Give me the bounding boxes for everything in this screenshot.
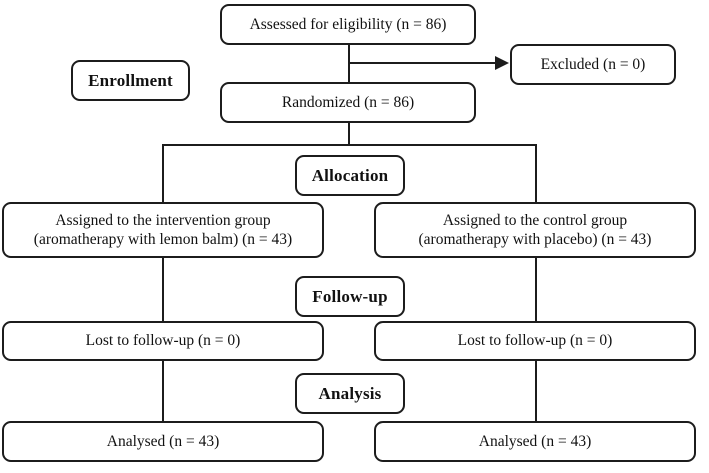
arrowhead-right-icon [495, 56, 509, 70]
connector-lost-to-analysed-left [162, 360, 164, 422]
connector-excluded-arrow-line [349, 62, 496, 64]
stage-enrollment-box: Enrollment [71, 60, 190, 101]
lost-followup-right-box: Lost to follow-up (n = 0) [374, 321, 696, 361]
connector-split-to-intervention [162, 145, 164, 203]
control-group-box: Assigned to the control group (aromather… [374, 202, 696, 258]
excluded-box: Excluded (n = 0) [510, 44, 676, 85]
connector-control-to-lost [535, 257, 537, 322]
stage-analysis-box: Analysis [295, 373, 405, 414]
randomized-box: Randomized (n = 86) [220, 82, 476, 123]
connector-lost-to-analysed-right [535, 360, 537, 422]
analysed-left-box: Analysed (n = 43) [2, 421, 324, 462]
connector-intervention-to-lost [162, 257, 164, 322]
analysed-right-box: Analysed (n = 43) [374, 421, 696, 462]
connector-split-to-control [535, 145, 537, 203]
connector-assessed-to-randomized [348, 45, 350, 83]
connector-randomized-to-split [348, 122, 350, 146]
intervention-group-box: Assigned to the intervention group (arom… [2, 202, 324, 258]
assessed-eligibility-box: Assessed for eligibility (n = 86) [220, 4, 476, 45]
stage-allocation-box: Allocation [295, 155, 405, 196]
lost-followup-left-box: Lost to follow-up (n = 0) [2, 321, 324, 361]
stage-followup-box: Follow-up [295, 276, 405, 317]
connector-split-horizontal [162, 144, 537, 146]
